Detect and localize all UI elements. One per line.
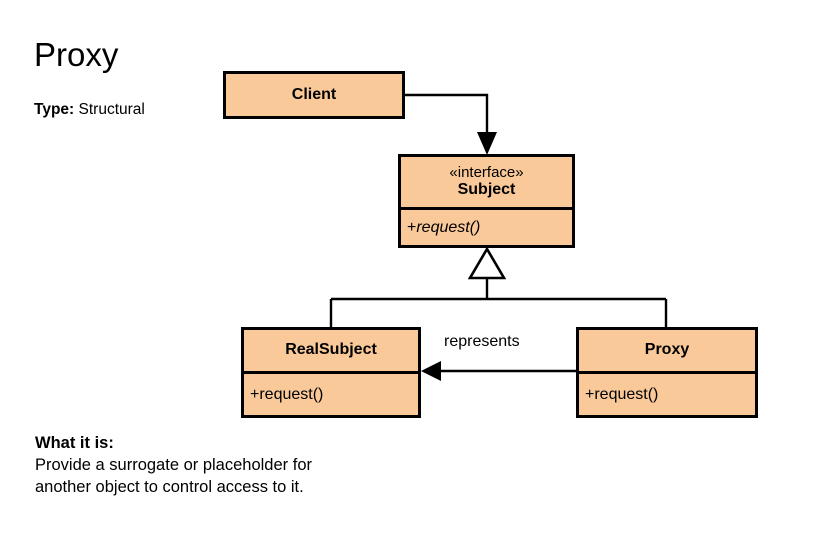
class-member: +request(): [585, 386, 658, 404]
class-stereotype-label: «interface»: [449, 164, 524, 182]
description-line-2: another object to control access to it.: [35, 478, 304, 496]
class-name-label: Proxy: [644, 341, 690, 359]
edge-client-to-subject: [405, 93, 489, 142]
class-name-compartment: RealSubject: [244, 330, 418, 371]
uml-class-proxy[interactable]: Proxy +request(): [576, 327, 758, 418]
class-members-compartment: +request(): [244, 371, 418, 415]
arrowhead-client-to-subject: [477, 132, 497, 155]
pattern-type-label: Type:: [34, 101, 75, 118]
class-name-compartment: «interface» Subject: [401, 157, 572, 207]
class-name-label: Subject: [457, 181, 516, 199]
member-visibility: +: [250, 385, 260, 403]
uml-class-client[interactable]: Client: [223, 71, 405, 119]
pattern-type-value: Structural: [78, 101, 145, 118]
description-line-1: Provide a surrogate or placeholder for: [35, 456, 312, 474]
arrowhead-proxy-to-realsubject: [421, 361, 441, 381]
class-members-compartment: +request(): [401, 207, 572, 245]
member-signature: request(): [594, 385, 659, 403]
edge-label-represents: represents: [444, 333, 520, 350]
class-member: +request(): [250, 386, 323, 404]
uml-class-realsubject[interactable]: RealSubject +request(): [241, 327, 421, 418]
class-name-compartment: Proxy: [579, 330, 755, 371]
uml-class-subject[interactable]: «interface» Subject +request(): [398, 154, 575, 248]
generalization-triangle: [467, 246, 507, 280]
member-visibility: +: [407, 218, 417, 236]
page-title: Proxy: [34, 36, 119, 73]
description-block: What it is: Provide a surrogate or place…: [35, 432, 312, 498]
pattern-type-line: Type: Structural: [34, 102, 145, 118]
member-signature: request(): [259, 385, 324, 403]
description-heading: What it is:: [35, 434, 114, 452]
class-name-label: RealSubject: [285, 341, 377, 359]
member-signature: request(): [416, 218, 481, 236]
class-members-compartment: +request(): [579, 371, 755, 415]
class-name-compartment: Client: [226, 74, 402, 116]
class-member: +request(): [407, 219, 480, 237]
class-name-label: Client: [291, 85, 337, 103]
member-visibility: +: [585, 385, 595, 403]
